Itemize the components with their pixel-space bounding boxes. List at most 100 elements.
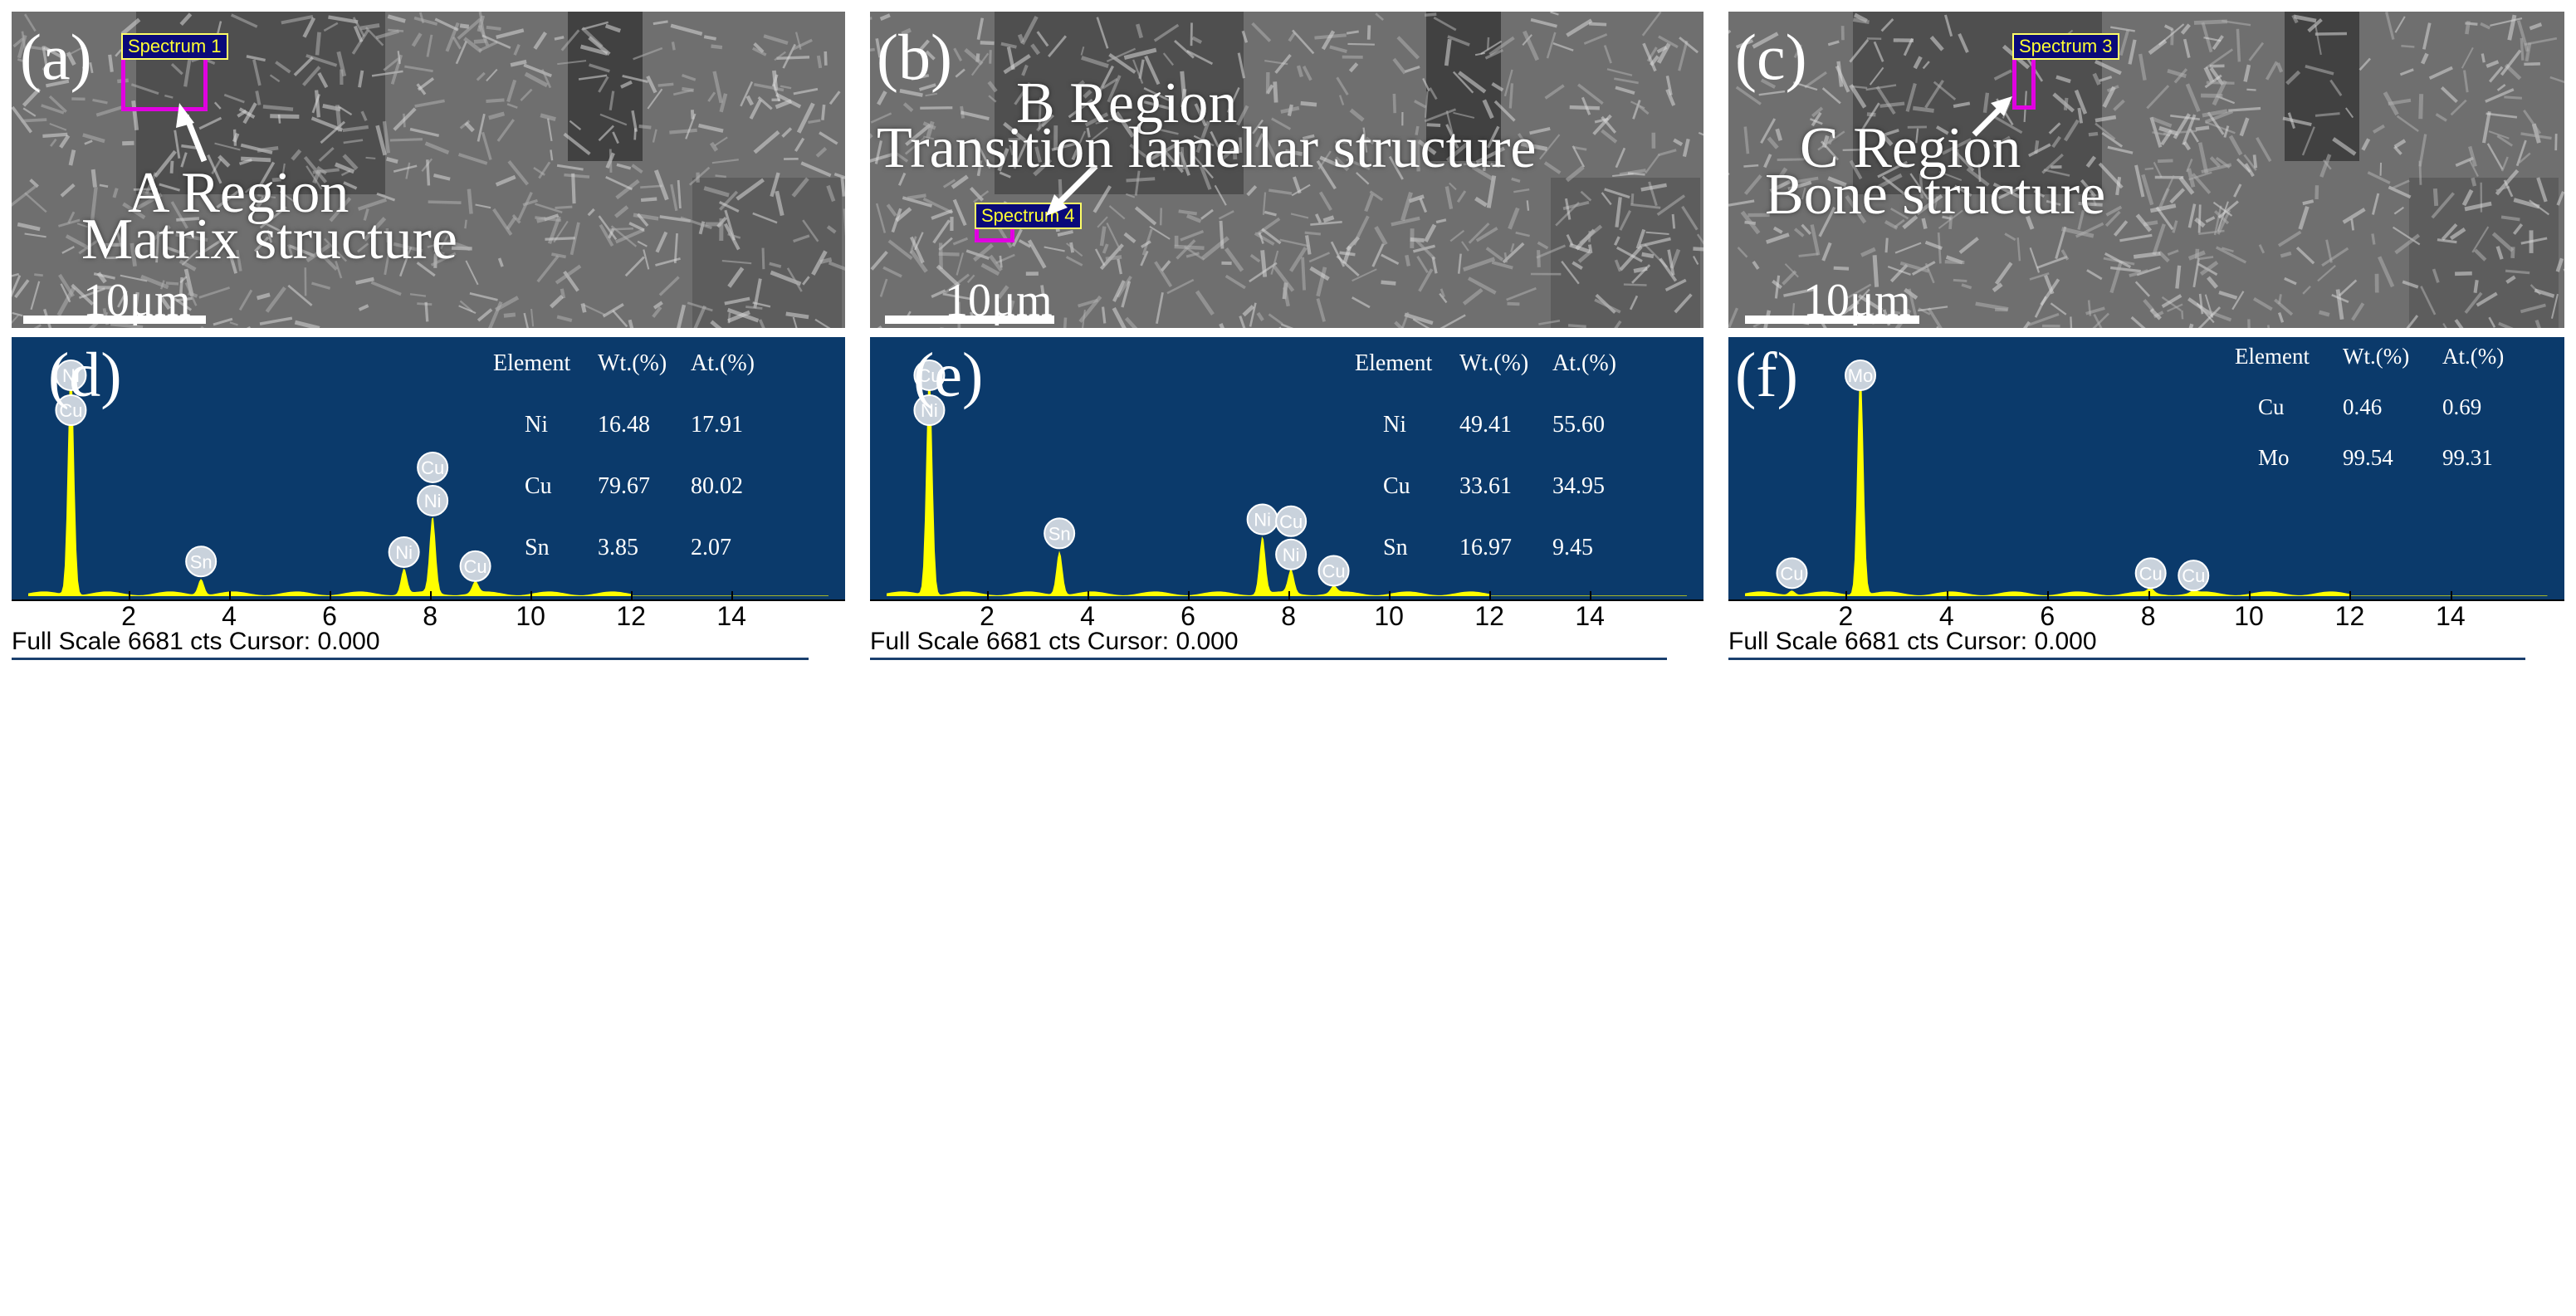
x-tick-label: 12 — [616, 601, 646, 631]
x-tick-label: 6 — [322, 601, 337, 631]
x-tick-mark — [2349, 591, 2352, 599]
atomic-cell: 34.95 — [1552, 473, 1605, 499]
table-row: Cu 33.61 34.95 — [1355, 473, 1616, 535]
peak-label: Cu — [2134, 557, 2167, 590]
x-tick-mark — [530, 591, 533, 599]
table-header: Element — [493, 350, 571, 376]
region-annotation-title: B Region — [1016, 71, 1238, 135]
x-tick-mark — [1188, 591, 1190, 599]
x-tick-label: 14 — [2436, 601, 2466, 631]
footer-divider — [870, 658, 1667, 660]
x-tick-mark — [1845, 591, 1848, 599]
x-tick-label: 2 — [980, 601, 995, 631]
chart-panel-label: (f) — [1735, 340, 1798, 410]
x-tick-label: 8 — [1281, 601, 1296, 631]
svg-text:Sn: Sn — [190, 551, 213, 572]
element-cell: Cu — [525, 473, 552, 499]
element-cell: Mo — [2258, 445, 2290, 470]
peak-label: Ni — [55, 360, 87, 391]
composition-table: Element Wt.(%) At.(%) Ni 16.48 17.91 Cu … — [493, 350, 755, 561]
table-header: Element — [2235, 344, 2310, 369]
x-tick-mark — [2148, 591, 2150, 599]
svg-text:Cu: Cu — [1279, 511, 1303, 532]
svg-text:Ni: Ni — [62, 365, 80, 386]
footer-divider — [1728, 658, 2525, 660]
x-tick-label: 4 — [1080, 601, 1095, 631]
x-tick-label: 10 — [516, 601, 545, 631]
svg-text:Ni: Ni — [921, 400, 938, 421]
table-row: Cu 79.67 80.02 — [493, 473, 755, 535]
spectrum-tag: Spectrum 3 — [2012, 33, 2119, 60]
svg-text:Cu: Cu — [2182, 565, 2205, 586]
svg-text:Cu: Cu — [421, 457, 444, 478]
sem-texture — [870, 12, 1703, 328]
svg-text:Ni: Ni — [1283, 545, 1300, 565]
composition-table: Element Wt.(%) At.(%) Ni 49.41 55.60 Cu … — [1355, 350, 1616, 561]
region-annotation-title: A Region — [128, 161, 349, 225]
x-tick-label: 2 — [121, 601, 136, 631]
table-header-row: Element Wt.(%) At.(%) — [493, 350, 755, 412]
chart-panel-label: (d) — [48, 340, 122, 410]
atomic-cell: 2.07 — [691, 535, 731, 560]
peak-label: Cu — [1776, 557, 1808, 590]
x-tick-mark — [2047, 591, 2050, 599]
panel-label: (c) — [1735, 21, 1807, 93]
svg-text:Cu: Cu — [1780, 563, 1803, 584]
x-tick-label: 10 — [1374, 601, 1404, 631]
x-axis — [870, 599, 1703, 651]
table-row: Ni 16.48 17.91 — [493, 412, 755, 473]
x-axis — [1728, 599, 2564, 651]
spectrum-footer: Full Scale 6681 cts Cursor: 0.000 — [12, 628, 380, 655]
peak-label: Mo — [1845, 360, 1877, 391]
atomic-cell: 17.91 — [691, 412, 743, 438]
weight-cell: 16.48 — [598, 412, 650, 438]
sem-panel-b: (b) Spectrum 4 B Region Transition lamel… — [870, 12, 1703, 328]
x-tick-label: 6 — [1180, 601, 1195, 631]
x-tick-label: 6 — [2040, 601, 2055, 631]
peak-label: Sn — [185, 545, 218, 578]
x-tick-label: 8 — [423, 601, 437, 631]
element-cell: Sn — [1383, 535, 1408, 560]
peak-label: Sn — [1044, 517, 1076, 550]
weight-cell: 49.41 — [1459, 412, 1512, 438]
atomic-cell: 80.02 — [691, 473, 743, 499]
footer-divider — [12, 658, 809, 660]
svg-text:Cu: Cu — [1322, 561, 1346, 582]
table-header-row: Element Wt.(%) At.(%) — [2235, 344, 2504, 394]
x-tick-mark — [731, 591, 734, 599]
x-axis — [12, 599, 845, 651]
svg-text:Ni: Ni — [424, 491, 442, 511]
x-tick-mark — [1489, 591, 1492, 599]
svg-text:Cu: Cu — [2139, 563, 2163, 584]
table-header: At.(%) — [1552, 350, 1616, 376]
atomic-cell: 99.31 — [2442, 445, 2493, 470]
table-header: At.(%) — [691, 350, 755, 376]
table-header: Wt.(%) — [598, 350, 667, 376]
x-tick-label: 4 — [222, 601, 237, 631]
atomic-cell: 0.69 — [2442, 394, 2482, 419]
region-annotation-desc: Transition lamellar structure — [877, 116, 1537, 180]
region-annotation-desc: Matrix structure — [81, 208, 457, 272]
x-tick-mark — [1389, 591, 1391, 599]
arrow-icon — [176, 103, 208, 163]
x-tick-mark — [2249, 591, 2251, 599]
svg-text:Cu: Cu — [59, 400, 82, 421]
scale-bar — [885, 316, 1054, 324]
sem-texture — [12, 12, 845, 328]
table-header: Element — [1355, 350, 1433, 376]
panel-label: (b) — [877, 21, 952, 93]
peak-label: Cu — [913, 360, 946, 391]
atomic-cell: 55.60 — [1552, 412, 1605, 438]
x-tick-label: 4 — [1938, 601, 1954, 631]
table-header: Wt.(%) — [2343, 344, 2410, 369]
x-tick-label: 2 — [1838, 601, 1854, 631]
x-tick-mark — [631, 591, 633, 599]
table-row: Sn 16.97 9.45 — [1355, 535, 1616, 561]
peak-label: Cu — [55, 394, 87, 426]
peak-label: Cu — [1275, 505, 1308, 537]
x-tick-label: 10 — [2234, 601, 2264, 631]
chart-panel-label: (e) — [913, 340, 984, 410]
